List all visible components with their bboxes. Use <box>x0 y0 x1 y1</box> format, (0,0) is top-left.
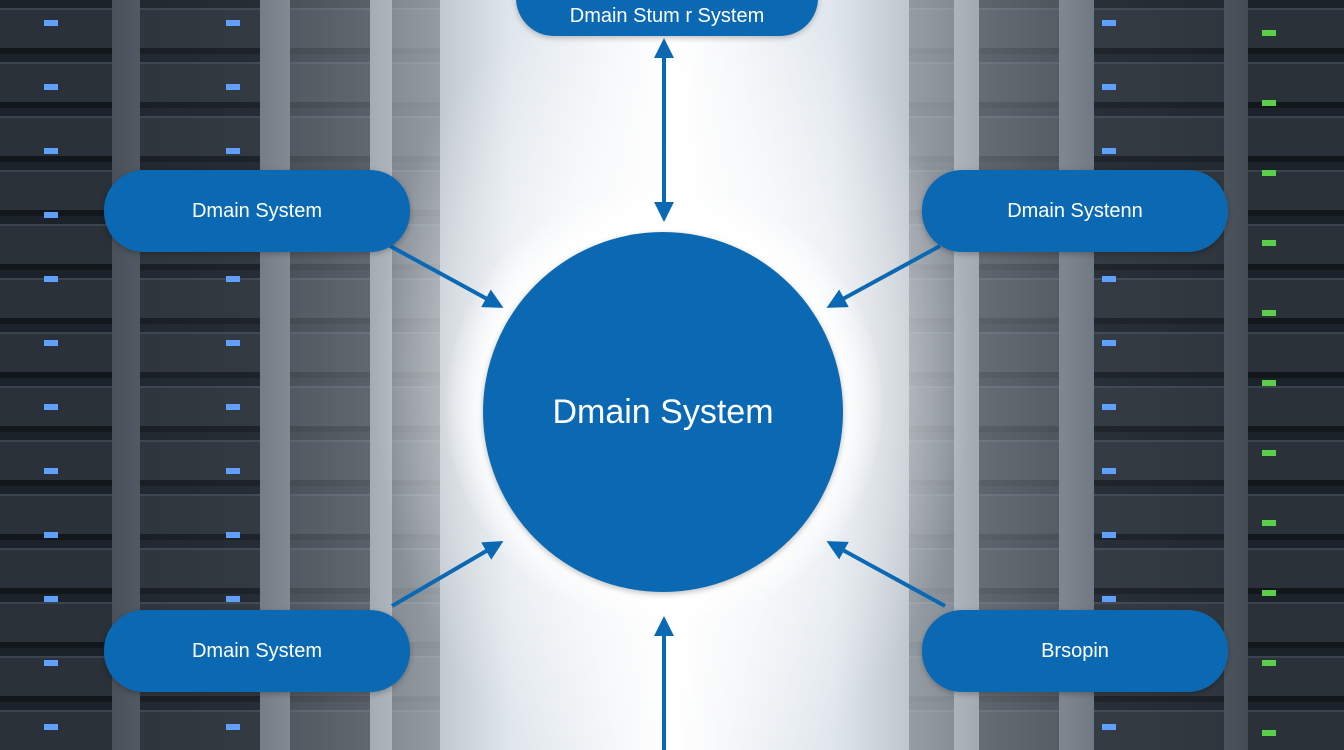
node-top-label: Dmain Stum r System <box>569 4 765 27</box>
node-top-right-label: Dmain Systenn <box>1007 199 1143 222</box>
node-top: Dmain Stum r System <box>516 0 818 36</box>
node-top-left: Dmain System <box>104 170 410 252</box>
arrow-bottom-right <box>826 541 946 608</box>
node-top-right: Dmain Systenn <box>922 170 1228 252</box>
node-center: Dmain System <box>483 232 843 592</box>
node-top-left-label: Dmain System <box>191 199 323 222</box>
node-bottom-right: Brsopin <box>922 610 1228 692</box>
arrow-top-right <box>826 244 941 308</box>
node-center-label: Dmain System <box>552 392 774 431</box>
arrow-top-left <box>389 244 504 308</box>
node-bottom-left: Dmain System <box>104 610 410 692</box>
node-bottom-right-label: Brsopin <box>1041 639 1109 662</box>
arrow-bottom-left <box>390 540 504 608</box>
node-bottom-left-label: Dmain System <box>191 639 323 662</box>
